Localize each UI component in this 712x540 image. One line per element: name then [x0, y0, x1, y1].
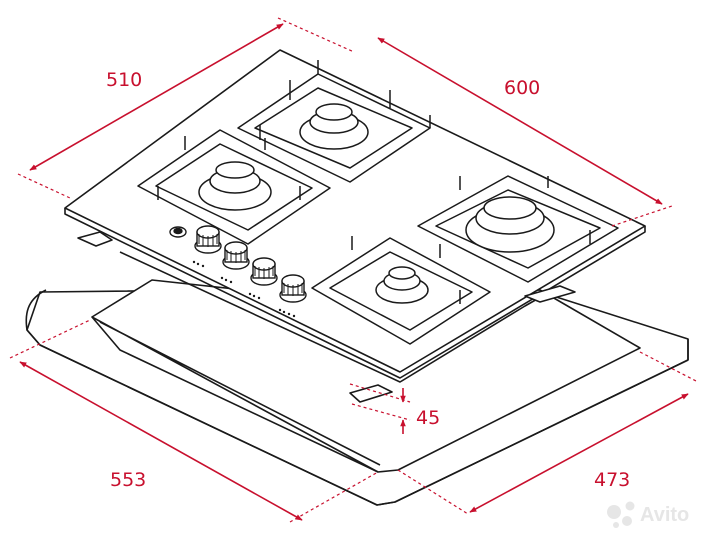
pan-support-front	[311, 236, 491, 345]
burner-rear	[299, 103, 369, 150]
dim-label-473: 473	[594, 469, 630, 491]
dim-473-extension-top	[639, 351, 699, 383]
watermark-text: Avito	[640, 504, 689, 526]
hob-bracket-left	[77, 231, 113, 247]
dim-510-extension-rear	[277, 17, 355, 53]
dim-510-extension-front	[17, 173, 71, 199]
dim-553-extension-left	[9, 319, 91, 359]
control-knob-3	[250, 257, 278, 286]
dim-553-line	[19, 361, 303, 521]
dim-473-extension-bottom	[397, 469, 469, 515]
avito-logo-icon	[607, 501, 635, 528]
hob-bracket-front	[349, 384, 393, 403]
control-panel	[169, 225, 307, 318]
control-knob-4	[279, 274, 307, 303]
dim-45-extension-top	[349, 383, 411, 403]
watermark: Avito	[607, 501, 689, 528]
dim-600-extension-right	[611, 205, 673, 227]
burner-front-small	[375, 266, 429, 304]
control-knob-1	[194, 225, 222, 254]
dim-510-line	[29, 23, 284, 171]
control-knob-2	[222, 241, 250, 270]
dim-label-510: 510	[106, 69, 142, 91]
dim-label-600: 600	[504, 77, 540, 99]
burners	[198, 103, 555, 304]
cutout-left-lip	[25, 289, 47, 331]
dim-label-553: 553	[110, 469, 146, 491]
knob-markings	[192, 260, 296, 318]
dim-553-extension-right	[289, 471, 379, 523]
dim-label-45: 45	[416, 407, 440, 429]
dimension-labels: 510 600 553 473 45	[106, 69, 630, 491]
dim-473-line	[469, 393, 689, 513]
ignition-button	[169, 226, 187, 238]
dim-600-line	[377, 37, 663, 205]
dimension-lines	[9, 17, 699, 523]
hob-bracket-right	[524, 285, 576, 303]
hob-front-edge	[64, 208, 646, 379]
dim-45-extension-bottom	[351, 403, 411, 421]
